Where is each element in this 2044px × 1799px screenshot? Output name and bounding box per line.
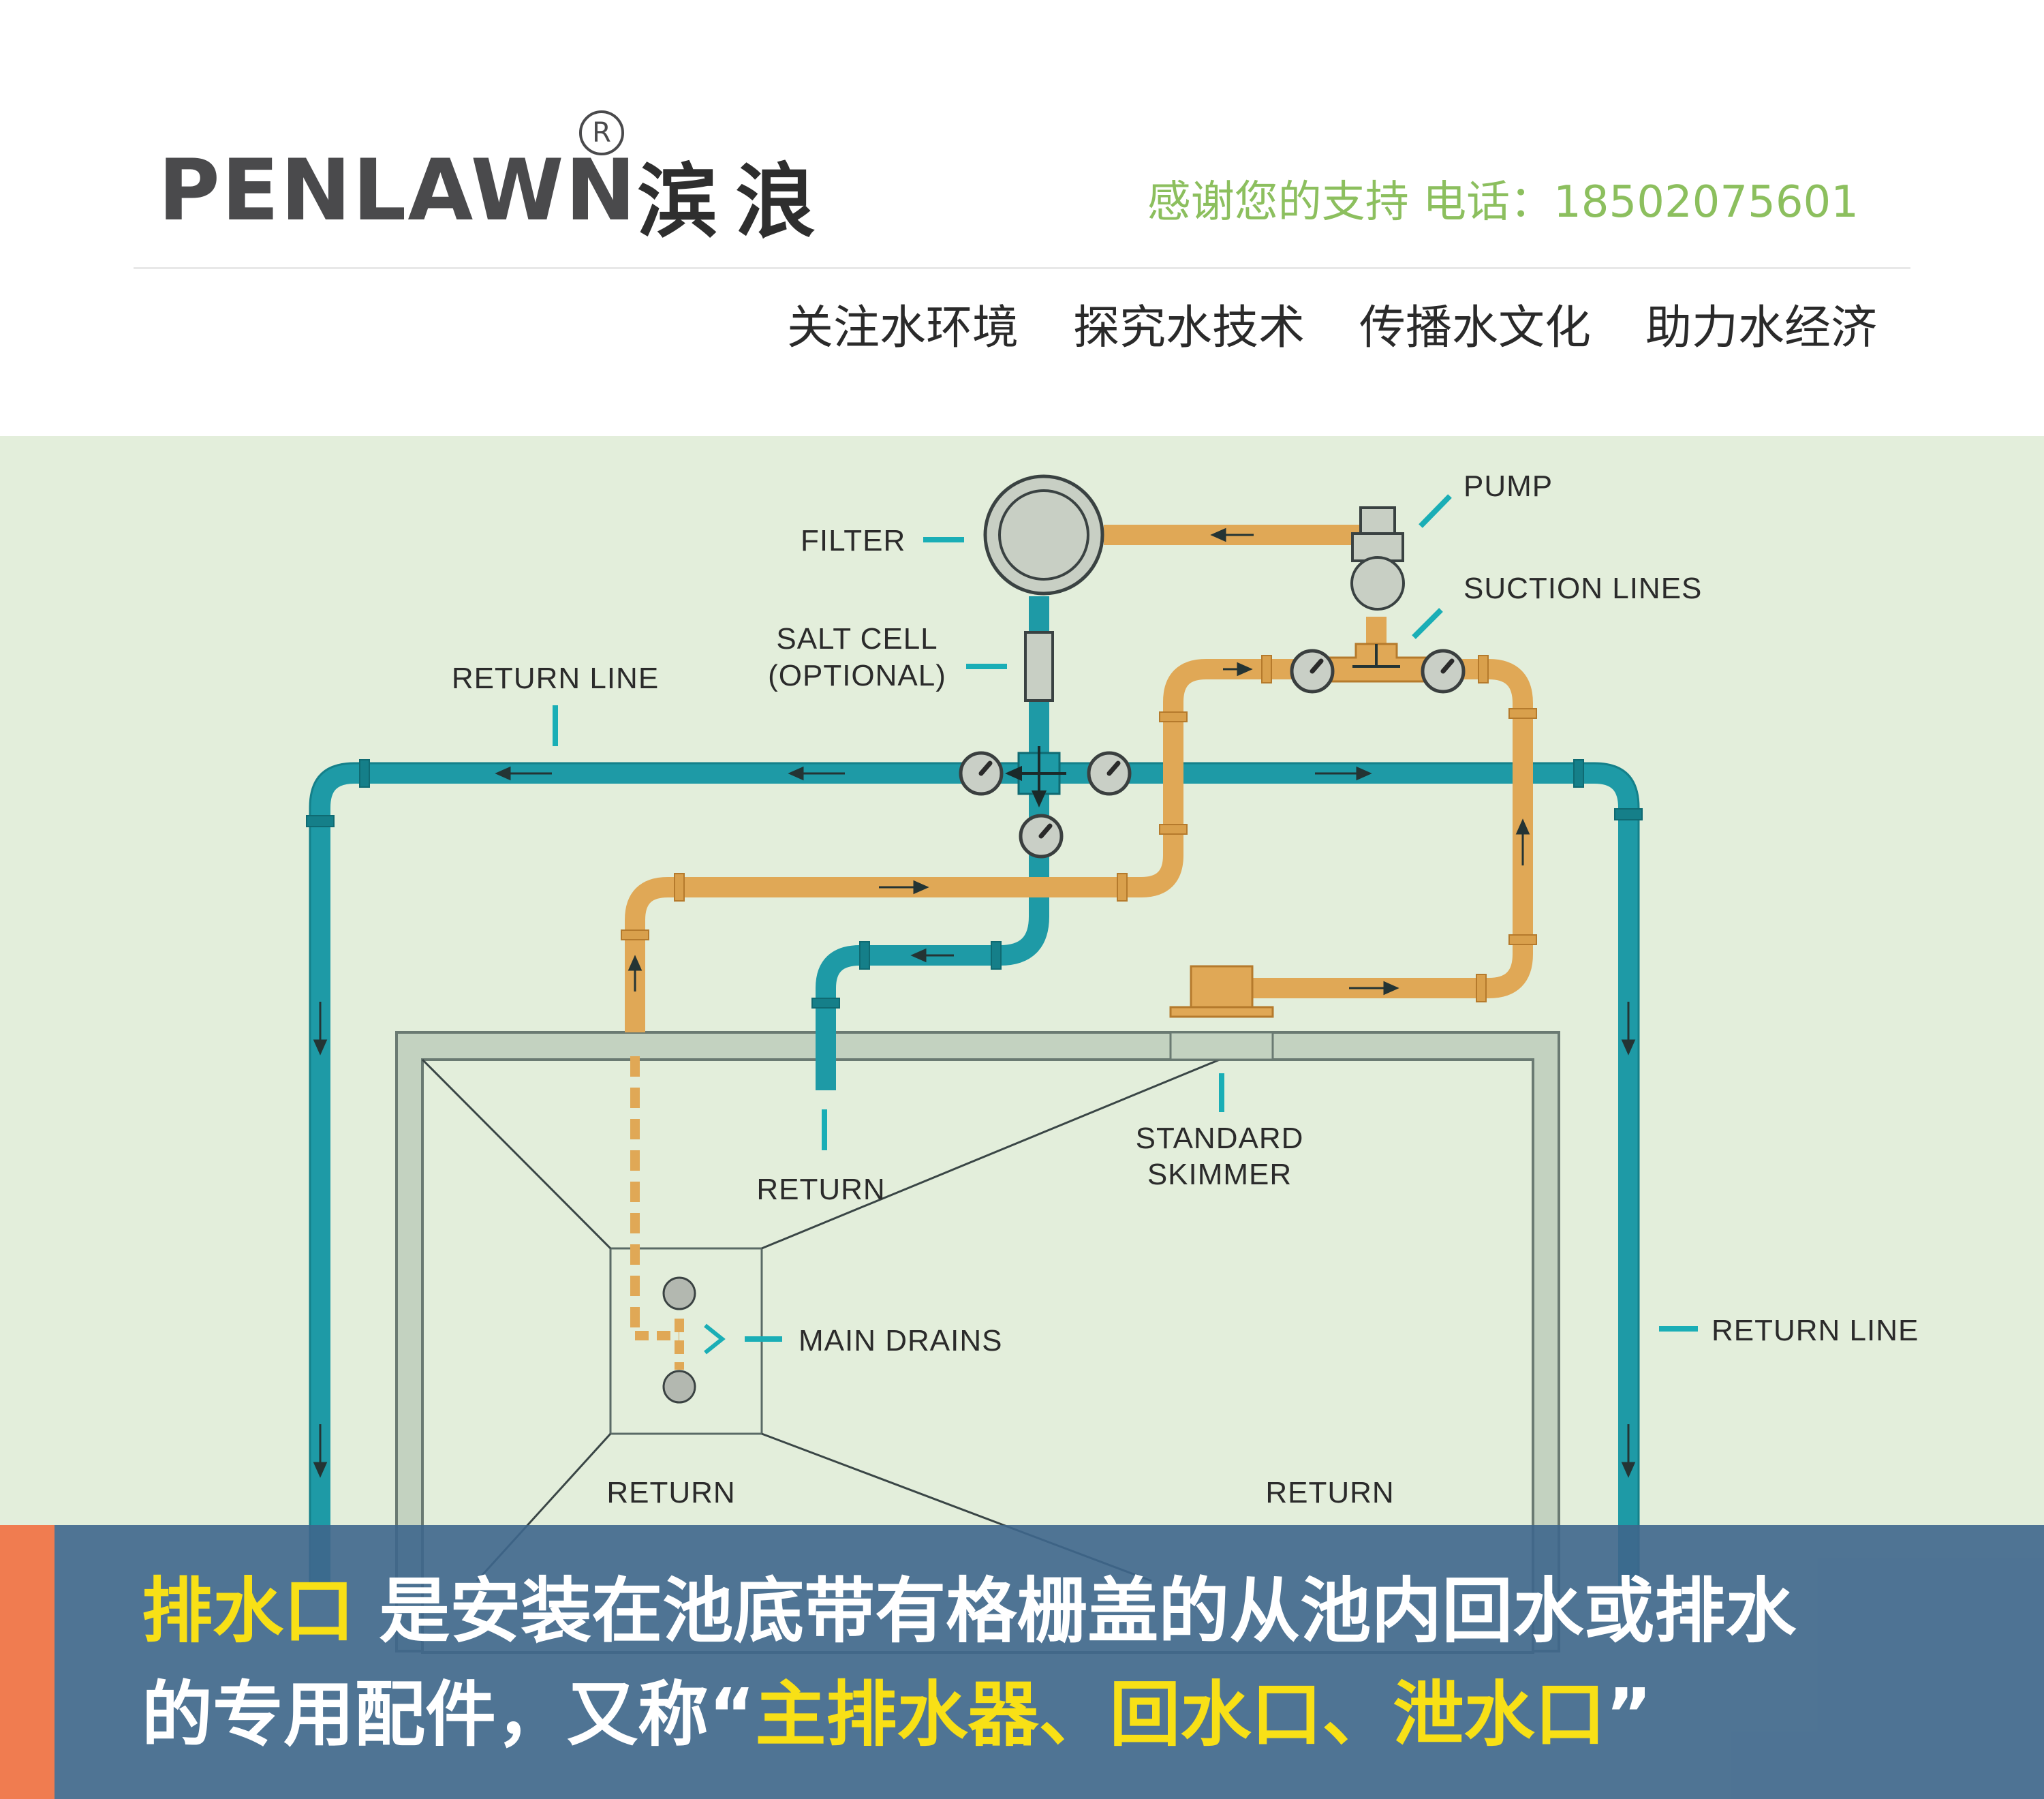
return-line-label-left: RETURN LINE (452, 662, 659, 695)
slogan-item: 关注水环境 (786, 301, 1019, 355)
suction-lines-label: SUCTION LINES (1464, 572, 1702, 605)
caption-text-part: ” (1605, 1673, 1652, 1756)
brand-logo: PENLAWN (158, 142, 638, 240)
pump-icon (1350, 506, 1405, 611)
slogan-item: 助力水经济 (1645, 301, 1877, 355)
slogan-row: 关注水环境 探究水技术 传播水文化 助力水经济 (787, 290, 1877, 357)
suction-gauge-icon (1423, 651, 1464, 692)
caption-highlight: 主排水器、回水口、泄水口 (755, 1673, 1606, 1756)
salt-cell (1024, 631, 1054, 702)
pressure-gauge-icon (1089, 753, 1130, 794)
banner-accent-bar (0, 1525, 55, 1799)
pressure-gauge-icon (1021, 816, 1062, 857)
return-label-bottom-right: RETURN (1265, 1476, 1394, 1509)
skimmer-icon (1169, 965, 1274, 1061)
banner-background (55, 1525, 2044, 1799)
skimmer-label-2: SKIMMER (1147, 1158, 1292, 1191)
pipe-couplings (306, 759, 1643, 1009)
main-drain-icon (630, 1056, 696, 1404)
registered-mark: R (579, 110, 624, 155)
salt-cell-optional-label: (OPTIONAL) (768, 659, 946, 692)
caption-line-2: 的专用配件，又称“主排水器、回水口、泄水口” (142, 1663, 1995, 1766)
flow-arrows (313, 527, 1636, 1478)
main-drains-label: MAIN DRAINS (799, 1324, 1002, 1357)
slogan-item: 探究水技术 (1072, 301, 1305, 355)
caption-text-part: 是安装在池底带有格栅盖的从池内回水或排水 (354, 1569, 1797, 1652)
filter-label: FILTER (801, 524, 905, 557)
caption-banner: 排水口 是安装在池底带有格栅盖的从池内回水或排水 的专用配件，又称“主排水器、回… (0, 1525, 2044, 1799)
slogan-item: 传播水文化 (1359, 301, 1591, 355)
return-line-label-right: RETURN LINE (1712, 1314, 1919, 1347)
filter-icon (983, 474, 1104, 596)
caption-text: 排水口 是安装在池底带有格栅盖的从池内回水或排水 的专用配件，又称“主排水器、回… (142, 1559, 1995, 1766)
suction-tee (1320, 643, 1432, 683)
return-inlet (816, 1032, 836, 1088)
header: PENLAWN R 滨浪 感谢您的支持 电话：18502075601 关注水环境… (0, 0, 2044, 436)
return-label-bottom-left: RETURN (606, 1476, 735, 1509)
salt-cell-label: SALT CELL (776, 622, 938, 656)
pressure-gauge-icon (961, 753, 1002, 794)
label-leaders (553, 494, 1698, 1355)
header-divider (134, 267, 1910, 269)
contact-phone: 感谢您的支持 电话：18502075601 (1147, 177, 1859, 228)
pump-label: PUMP (1464, 470, 1553, 503)
suction-gauge-icon (1292, 651, 1333, 692)
return-label-top: RETURN (756, 1173, 885, 1206)
caption-text-part: 的专用配件，又称“ (142, 1673, 756, 1756)
caption-highlight: 排水口 (142, 1569, 355, 1652)
valve-manifold (1005, 746, 1066, 808)
caption-line-1: 排水口 是安装在池底带有格栅盖的从池内回水或排水 (142, 1559, 1995, 1663)
skimmer-label: STANDARD (1136, 1122, 1304, 1155)
brand-logo-cn: 滨浪 (637, 154, 834, 249)
